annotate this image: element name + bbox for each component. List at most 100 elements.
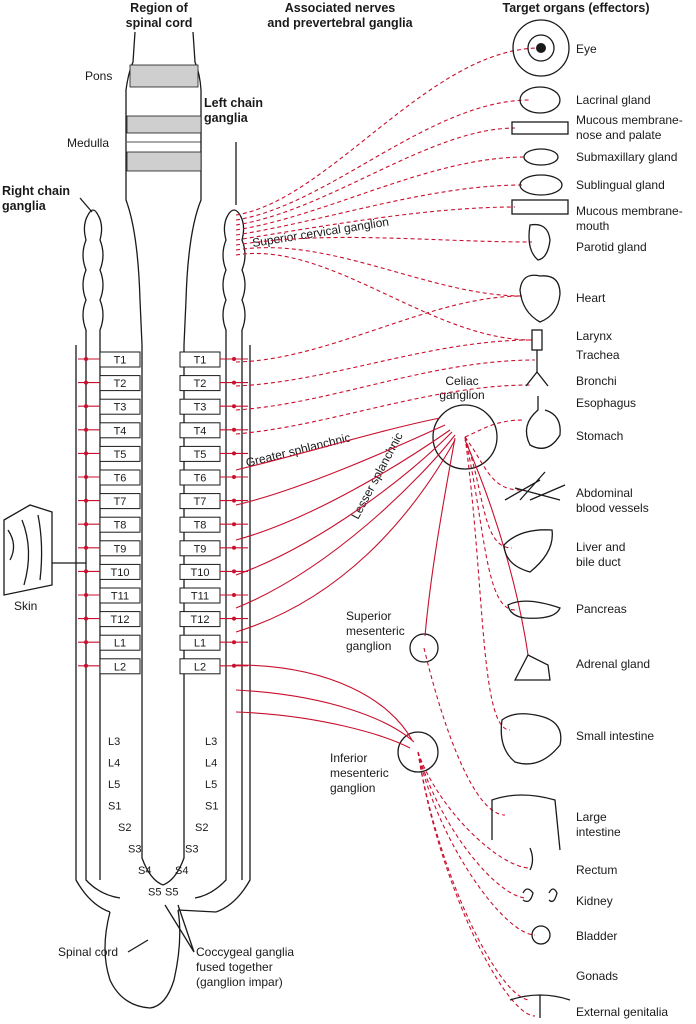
spinal-cord-left-wall (75, 345, 111, 913)
eye-icon (512, 19, 570, 77)
organ-label-16-line-0: Adrenal gland (576, 657, 650, 671)
organ-label-21-line-0: Bladder (576, 929, 617, 943)
superior-cervical-ganglion-label: Superior cervical ganglion (251, 215, 390, 250)
segment-label-left-S2: S2 (118, 822, 131, 834)
postganglionic-abdomen-2 (464, 436, 513, 549)
lesser-splanchnic-1 (235, 431, 453, 576)
organ-label-5-line-1: mouth (576, 219, 609, 233)
lumbar-splanchnic-2 (235, 689, 415, 743)
ganglion-dot-left-T5 (232, 451, 236, 456)
segment-label-left-S1: S1 (108, 801, 121, 813)
ganglion-dot-right-T9 (84, 545, 88, 550)
oral-mucosa-icon (511, 199, 569, 215)
segment-label-left-T9: T9 (114, 543, 127, 555)
segment-labels-left: T1T2T3T4T5T6T7T8T9T10T11T12L1L2L3L4L5S1S… (99, 351, 161, 899)
lumbar-splanchnic-3 (235, 711, 411, 749)
segment-label-right-T3: T3 (194, 402, 207, 414)
postganglionic-abdomen-6 (417, 751, 531, 869)
ganglion-dot-left-L2 (232, 663, 236, 668)
organ-label-3-line-0: Submaxillary gland (576, 150, 677, 164)
postganglionic-head-1 (235, 99, 531, 221)
filum-terminale (104, 909, 181, 1009)
greater-splanchnic-1 (235, 417, 441, 471)
gonads-icon (509, 994, 571, 1018)
segment-label-left-S3: S3 (128, 844, 141, 856)
right-chain-trunk (82, 214, 121, 899)
right-chain-pointer (79, 197, 93, 213)
segment-label-left-T5: T5 (114, 449, 127, 461)
postganglionic-abdomen-0 (464, 419, 526, 438)
lacrimal-gland-icon (519, 86, 561, 114)
segment-label-right-S1: S1 (205, 801, 218, 813)
header-nerves-line2: and prevertebral ganglia (267, 16, 413, 30)
postganglionic-pathways (235, 47, 541, 1017)
celiac-ganglion (432, 404, 498, 470)
segment-label-left-T2: T2 (114, 378, 127, 390)
postganglionic-thorax-2 (235, 359, 536, 411)
ganglion-dot-left-L1 (232, 640, 236, 645)
segment-labels-right: T1T2T3T4T5T6T7T8T9T10T11T12L1L2L3L4L5S1S… (165, 351, 221, 899)
postganglionic-abdomen-5 (423, 647, 506, 816)
greater-splanchnic-2 (235, 424, 446, 506)
header-region-line2: spinal cord (126, 16, 193, 30)
segment-label-left-L1: L1 (114, 638, 126, 650)
left-chain-label-line1: Left chain (204, 96, 263, 110)
ganglion-dot-right-T1 (84, 357, 88, 361)
segment-label-left-T12: T12 (111, 614, 130, 626)
postganglionic-head-0 (235, 47, 541, 216)
abdominal-vessels-icon (504, 471, 566, 501)
organ-label-4-line-0: Sublingual gland (576, 178, 665, 192)
liver-icon (503, 529, 553, 573)
header-targets: Target organs (effectors) (502, 1, 649, 15)
ganglion-dot-right-T11 (84, 593, 88, 597)
segment-label-left-T10: T10 (111, 567, 130, 579)
postganglionic-abdomen-10 (417, 751, 536, 1017)
postganglionic-head-6 (235, 236, 533, 246)
medulla-band-lower (126, 151, 202, 172)
ganglion-dot-right-L1 (84, 640, 88, 645)
segment-label-right-T7: T7 (194, 496, 207, 508)
ganglion-dot-right-L2 (84, 663, 88, 668)
segment-label-left-L3: L3 (108, 736, 120, 748)
superior-mesenteric-ganglion (409, 633, 439, 663)
ganglion-dot-right-T10 (84, 569, 88, 574)
organ-label-13-line-0: Abdominal (576, 486, 633, 500)
rectum-icon (529, 847, 534, 871)
postganglionic-thorax-3 (235, 384, 531, 435)
right-chain-trunk-inner (97, 214, 104, 880)
central-canal-right (162, 345, 185, 886)
organ-label-20-line-0: Kidney (576, 894, 613, 908)
skin-hair-follicles (7, 514, 43, 586)
segment-label-left-T6: T6 (114, 473, 127, 485)
segment-label-right-T2: T2 (194, 378, 207, 390)
segment-label-left-L5: L5 (108, 779, 120, 791)
organ-label-9-line-0: Trachea (576, 348, 620, 362)
segment-label-right-T4: T4 (194, 425, 207, 437)
ganglion-dot-left-T7 (232, 498, 236, 503)
organ-label-5-line-0: Mucous membrane- (576, 204, 683, 218)
segment-label-right-T5: T5 (194, 449, 207, 461)
right-sympathetic-chain (82, 209, 121, 899)
superior-mesenteric-label-line1: Superior (346, 609, 391, 623)
ganglion-dot-left-T3 (232, 404, 236, 409)
spinal-cord-outline (75, 345, 251, 1009)
ganglion-dot-left-T9 (232, 545, 236, 550)
bronchi-icon (525, 371, 549, 387)
organ-label-2-line-0: Mucous membrane- (576, 113, 683, 127)
ganglion-dot-right-T5 (84, 451, 88, 456)
segment-label-right-S2: S2 (195, 822, 208, 834)
coccygeal-pointer (164, 904, 195, 953)
segment-label-right-T12: T12 (191, 614, 210, 626)
postganglionic-abdomen-1 (464, 436, 521, 491)
organ-label-13-line-1: blood vessels (576, 501, 649, 515)
celiac-to-adrenal (464, 439, 529, 656)
segment-label-right-T11: T11 (191, 591, 209, 603)
organ-label-14-line-1: bile duct (576, 555, 621, 569)
ganglion-dot-left-T12 (232, 616, 236, 621)
segment-label-right-T10: T10 (191, 567, 210, 579)
organ-label-0-line-0: Eye (576, 42, 597, 56)
header-nerves-line1: Associated nerves (285, 1, 396, 15)
right-chain-top (87, 209, 99, 216)
ganglion-dot-right-T3 (84, 404, 88, 409)
